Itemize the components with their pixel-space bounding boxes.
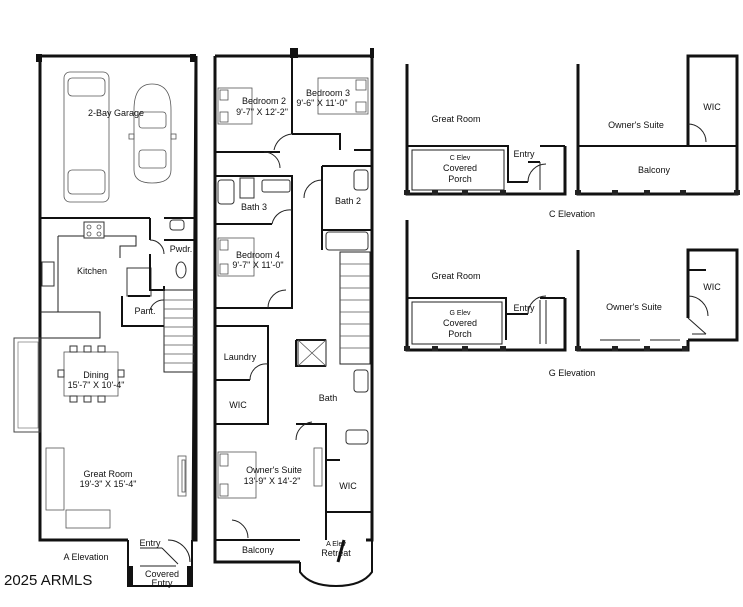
a-elev-tag: A Elev	[326, 541, 346, 548]
laundry-label: Laundry	[224, 352, 257, 362]
second-floor-plan: Bedroom 2 9'-7" X 12'-2" Bedroom 3 9'-6"…	[213, 48, 374, 588]
wic-2-label: WIC	[339, 481, 357, 491]
stair-second-floor	[339, 251, 371, 365]
a-elevation-label: A Elevation	[63, 552, 108, 562]
g-elev-tag: G Elev	[449, 310, 471, 317]
owners-suite-dimension: 13'-9" X 14'-2"	[244, 476, 301, 486]
garage-label: 2-Bay Garage	[88, 108, 144, 118]
owners-suite-label: Owner's Suite	[246, 465, 302, 475]
stair-first-floor	[163, 289, 195, 373]
great-room-label: Great Room	[83, 469, 132, 479]
bedroom-2-label: Bedroom 2	[242, 96, 286, 106]
pantry-label: Pant.	[134, 306, 155, 316]
garage-car-1	[63, 71, 110, 203]
c-great-room-label: Great Room	[431, 114, 480, 124]
c-owners-suite-label: Owner's Suite	[608, 120, 664, 130]
bedroom-3-label: Bedroom 3	[306, 88, 350, 98]
bedroom-2-dimension: 9'-7" X 12'-2"	[236, 107, 288, 117]
c-covered-porch-label-2: Porch	[448, 174, 472, 184]
g-great-room-label: Great Room	[431, 271, 480, 281]
g-owners-suite-label: Owner's Suite	[606, 302, 662, 312]
bedroom-4-label: Bedroom 4	[236, 250, 280, 260]
bedroom-4-dimension: 9'-7" X 11'-0"	[232, 260, 283, 270]
c-entry-label: Entry	[513, 149, 535, 159]
covered-entry-label-1: Covered	[145, 569, 179, 579]
g-entry-label: Entry	[513, 303, 535, 313]
g-wic-label: WIC	[703, 282, 721, 292]
g-elevation-title: G Elevation	[549, 368, 596, 378]
powder-label: Pwdr.	[170, 244, 193, 254]
first-floor-plan: 2-Bay Garage Kitchen Pwdr. Pant. Dini	[13, 54, 198, 588]
c-elev-tag: C Elev	[450, 155, 471, 162]
great-room-dimension: 19'-3" X 15'-4"	[80, 479, 137, 489]
kitchen-label: Kitchen	[77, 266, 107, 276]
c-elevation-title: C Elevation	[549, 209, 595, 219]
entry-label: Entry	[139, 538, 161, 548]
copyright-watermark: 2025 ARMLS	[4, 572, 92, 589]
bath-3-label: Bath 3	[241, 202, 267, 212]
bath-label: Bath	[319, 393, 338, 403]
g-covered-porch-label-1: Covered	[443, 318, 477, 328]
dining-dimension: 15'-7" X 10'-4"	[68, 380, 125, 390]
c-balcony-label: Balcony	[638, 165, 671, 175]
garage-car-2	[128, 83, 177, 184]
wic-1-label: WIC	[229, 400, 247, 410]
c-covered-porch-label-1: Covered	[443, 163, 477, 173]
g-elevation-plan: Great Room G Elev Covered Porch Entry Ow…	[404, 220, 739, 378]
c-elevation-plan: Great Room C Elev Covered Porch Entry Ow…	[404, 54, 740, 219]
retreat-label: Retreat	[321, 548, 351, 558]
balcony-label: Balcony	[242, 545, 275, 555]
bedroom-3-dimension: 9'-6" X 11'-0"	[296, 98, 347, 108]
bath-2-label: Bath 2	[335, 196, 361, 206]
g-covered-porch-label-2: Porch	[448, 329, 472, 339]
covered-entry-label-2: Entry	[151, 578, 173, 588]
dining-label: Dining	[83, 370, 109, 380]
c-wic-label: WIC	[703, 102, 721, 112]
